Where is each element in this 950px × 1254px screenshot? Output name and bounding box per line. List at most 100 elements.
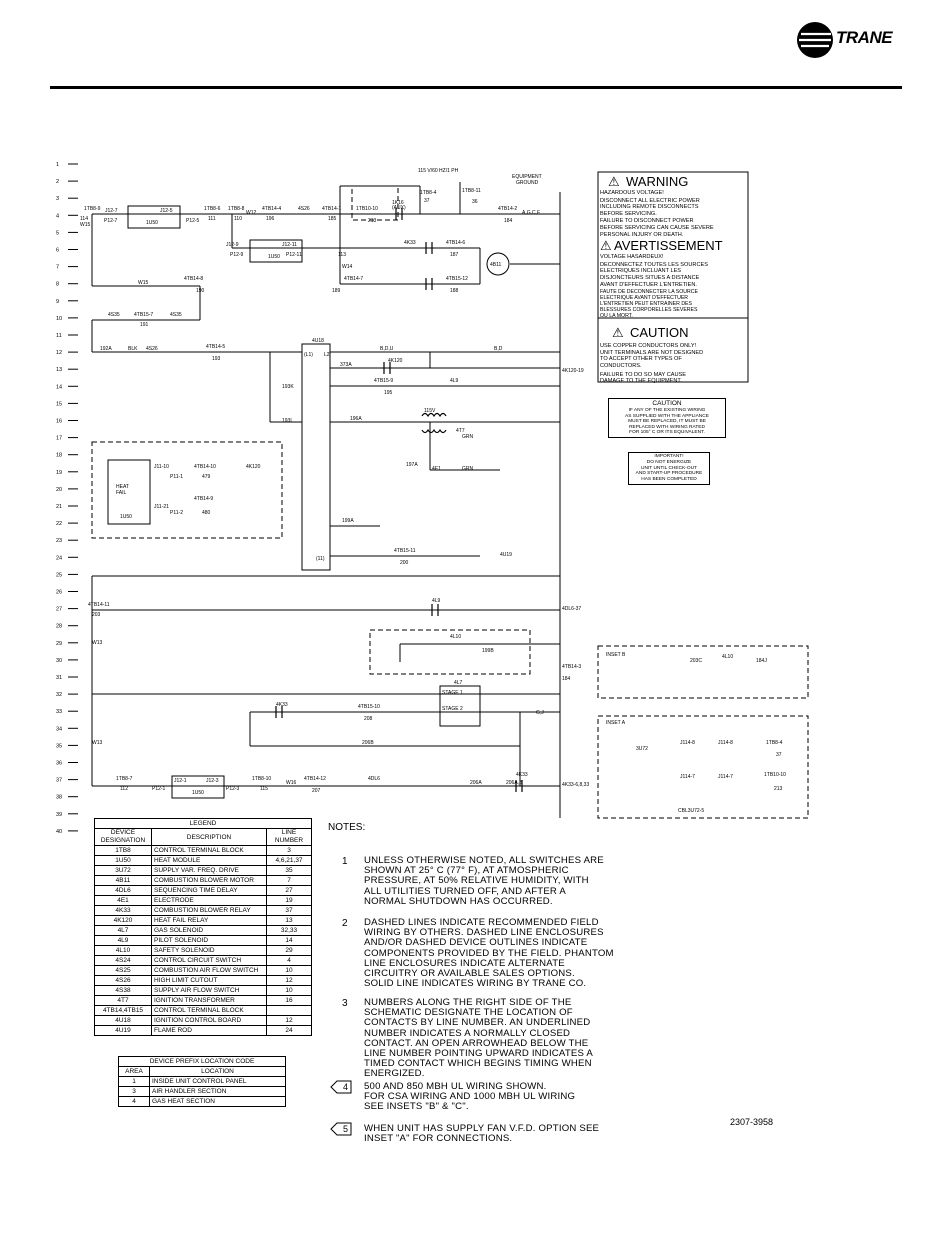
text-line: WIRING BY OTHERS. DASHED LINE ENCLOSURES	[364, 927, 604, 939]
text-line: OU LA MORT.	[600, 313, 633, 320]
wire-label: W12	[246, 210, 257, 216]
text-line: IF ANY OF THE EXISTING WIRING	[628, 408, 706, 413]
legend-designation: 4L9	[94, 935, 152, 946]
text-line: LINE NUMBER POINTING UPWARD INDICATES A	[364, 1048, 594, 1060]
text-line: SHOWN AT 25° C (77° F), AT ATMOSPHERIC	[364, 865, 569, 877]
text-line: SOLID LINE INDICATES WIRING BY TRANE CO.	[364, 978, 587, 990]
wire-label: 206B	[362, 740, 374, 746]
legend-description: GAS SOLENOID	[151, 925, 267, 936]
wire-label: 4TB15-9	[374, 378, 393, 384]
wire-label: 111	[208, 216, 216, 222]
wire-label: G,J	[536, 710, 544, 716]
avertissement-line1: VOLTAGE HASARDEUX!	[600, 254, 664, 261]
line-number: 15	[56, 401, 62, 407]
legend-designation: 4S24	[94, 955, 152, 966]
text-line: IMPORTANT!	[654, 454, 684, 459]
wire-label: 193	[212, 356, 221, 362]
legend-description: SUPPLY AIR FLOW SWITCH	[151, 985, 267, 996]
wire-label: J12-7	[105, 208, 118, 214]
text-line: FOR 105° C OR ITS EQUIVALENT.	[629, 430, 705, 436]
wire-label: 4K33-6,8,33	[562, 782, 589, 788]
text-line: TIMED CONTACT WHICH BEGINS TIMING WHEN	[364, 1058, 592, 1070]
legend-line-number: 14	[266, 935, 312, 946]
wire-label: 1TB8-6	[204, 206, 221, 212]
legend-line-number: 10	[266, 985, 312, 996]
legend-description: CONTROL CIRCUIT SWITCH	[151, 955, 267, 966]
line-number: 20	[56, 487, 62, 493]
wire-label: 1TB10-10	[764, 772, 786, 778]
wire-label: P12-3	[226, 786, 240, 792]
wire-label: 4K33	[516, 772, 528, 778]
wire-label: 206A	[470, 780, 482, 786]
line-number: 19	[56, 470, 62, 476]
wire-label: 208	[364, 716, 373, 722]
wire-label: 1U50	[192, 790, 204, 796]
legend-description: COMBUSTION BLOWER RELAY	[151, 905, 267, 916]
text-line: L'ENTRETIEN PEUT ENTRAINER DES	[600, 301, 692, 308]
wire-label: 207	[312, 788, 321, 794]
legend-designation: 4B11	[94, 875, 152, 886]
wire-label: 206A,B	[506, 780, 523, 786]
wire-label: 4L7	[454, 680, 463, 686]
wire-label: 4L10	[450, 634, 461, 640]
legend-line-number: 37	[266, 905, 312, 916]
legend-description: PILOT SOLENOID	[151, 935, 267, 946]
wire-label: J12-5	[160, 208, 173, 214]
text-line: UNIT TERMINALS ARE NOT DESIGNED	[600, 349, 704, 356]
text-line: LINE ENCLOSURES INDICATE ALTERNATE	[364, 957, 565, 969]
wire-label: J114-8	[718, 740, 733, 746]
line-number: 22	[56, 521, 62, 527]
wire-label: 4DL6-37	[562, 606, 581, 612]
text-line: CONTACTS BY LINE NUMBER. AN UNDERLINED	[364, 1017, 591, 1029]
wire-label: 185	[328, 216, 337, 222]
legend-line-number: 29	[266, 945, 312, 956]
wire-label: 199B	[482, 648, 494, 654]
text-line: DISJONCTEURS SITUES A DISTANCE	[600, 274, 700, 281]
legend-line-number: 10	[266, 965, 312, 976]
wire-label: 195	[384, 390, 393, 396]
line-number: 1	[56, 162, 59, 168]
wire-label: 4U19	[500, 552, 512, 558]
legend-line-number: 24	[266, 1025, 312, 1036]
line-number: 33	[56, 709, 62, 715]
legend-line-number: 7	[266, 875, 312, 886]
prefix-area: 4	[118, 1096, 150, 1107]
prefix-header-location: LOCATION	[149, 1066, 286, 1077]
line-number: 23	[56, 538, 62, 544]
wire-label: W15	[80, 222, 91, 228]
wire-label: 213	[774, 786, 783, 792]
text-line: WHEN UNIT HAS SUPPLY FAN V.F.D. OPTION S…	[364, 1123, 600, 1134]
wire-label: 37	[776, 752, 782, 758]
wire-label: P12-9	[230, 252, 244, 258]
wire-label: FAIL	[116, 490, 127, 496]
line-number: 18	[56, 453, 62, 459]
wire-label: P11-1	[170, 474, 183, 480]
wire-label: J12-11	[282, 242, 297, 248]
wire-label: 184	[504, 218, 513, 224]
wire-label: 4TB14-3	[562, 664, 581, 670]
warning-panel: ⚠ WARNING HAZARDOUS VOLTAGE! DISCONNECT …	[600, 174, 746, 385]
wire-label: 3U72	[636, 746, 648, 752]
wire-label: 4B11	[490, 262, 502, 268]
wire-label: 187	[450, 252, 459, 258]
notes-title: NOTES:	[328, 822, 366, 833]
wire-label: 192A	[100, 346, 112, 352]
wire-label: W14	[342, 264, 353, 270]
warning-triangle-icon: ⚠	[600, 238, 612, 254]
wire-label: 203C	[690, 658, 702, 664]
line-number: 27	[56, 607, 62, 613]
line-number: 35	[56, 743, 62, 749]
line-number: 31	[56, 675, 62, 681]
wire-label: 199A	[342, 518, 354, 524]
legend-description: SUPPLY VAR. FREQ. DRIVE	[151, 865, 267, 876]
wire-label: 37	[424, 198, 430, 204]
line-number: 8	[56, 282, 59, 288]
supply-label: 115 V/60 HZ/1 PH	[418, 168, 459, 174]
wire-label: J11-10	[154, 464, 169, 470]
